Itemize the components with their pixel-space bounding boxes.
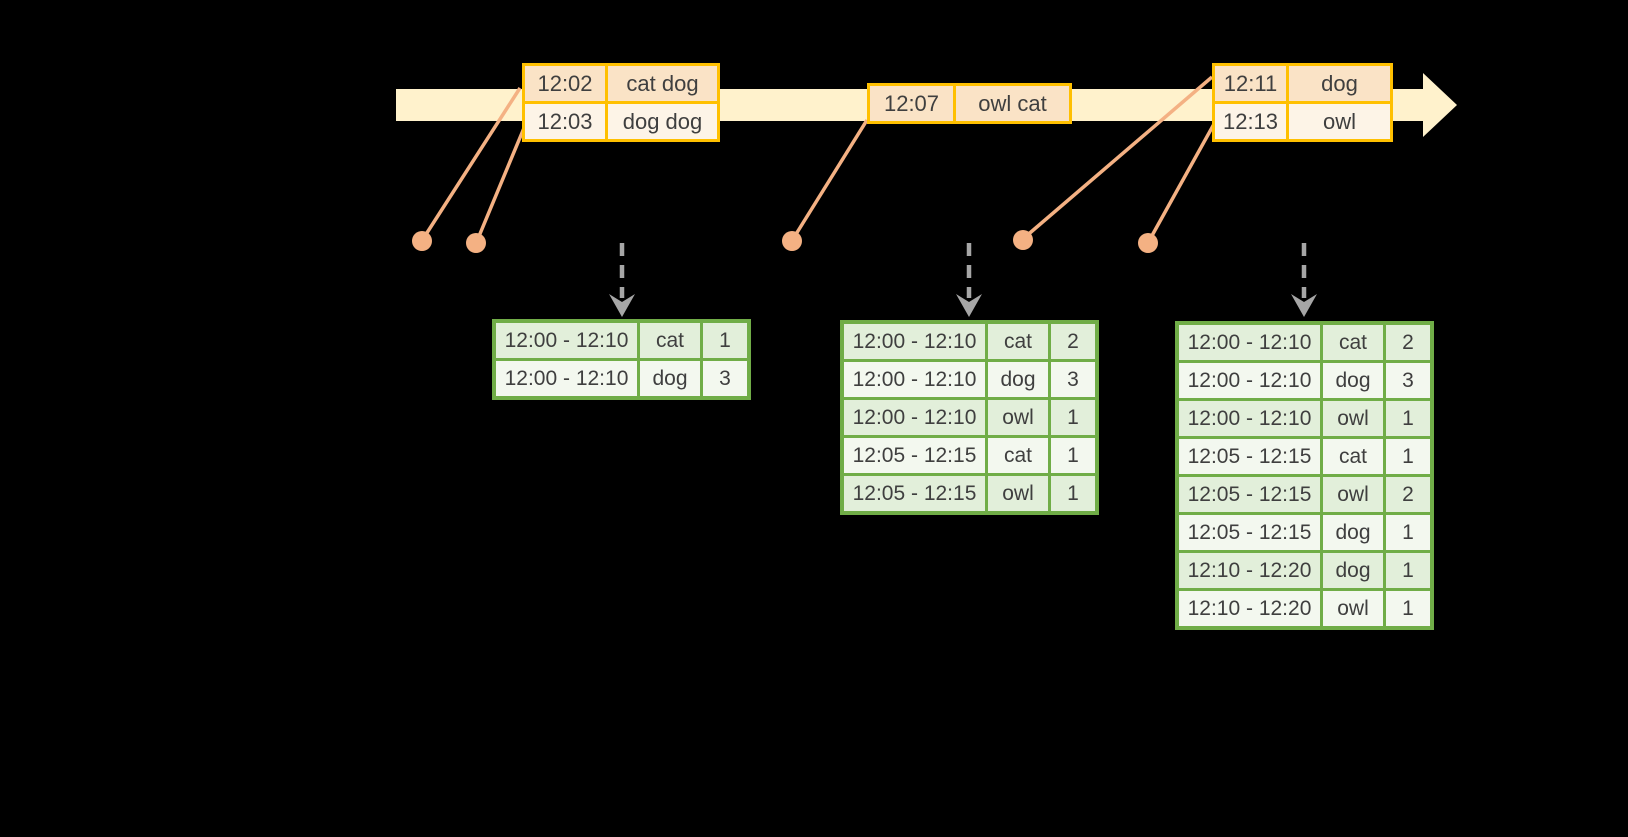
table-cell: cat bbox=[640, 323, 700, 358]
table-cell: 3 bbox=[1051, 362, 1095, 397]
event-dot bbox=[782, 231, 802, 251]
event-connector-line bbox=[475, 127, 526, 242]
table-cell: 12:05 - 12:15 bbox=[844, 476, 985, 511]
table-cell: owl bbox=[1289, 104, 1390, 139]
table-cell: 1 bbox=[1386, 591, 1430, 626]
table-cell: 12:07 bbox=[870, 86, 953, 121]
table-cell: 2 bbox=[1051, 324, 1095, 359]
table-cell: cat bbox=[988, 324, 1048, 359]
table-cell: 12:00 - 12:10 bbox=[1179, 325, 1320, 360]
table-cell: 12:05 - 12:15 bbox=[1179, 439, 1320, 474]
table-cell: cat bbox=[1323, 439, 1383, 474]
table-cell: 1 bbox=[1051, 476, 1095, 511]
table-cell: 12:00 - 12:10 bbox=[844, 324, 985, 359]
table-cell: 1 bbox=[1386, 515, 1430, 550]
table-cell: owl bbox=[988, 476, 1048, 511]
table-cell: 3 bbox=[1386, 363, 1430, 398]
table-cell: dog dog bbox=[608, 104, 717, 139]
table-cell: owl bbox=[988, 400, 1048, 435]
event-connector-line bbox=[1022, 75, 1214, 240]
table-cell: dog bbox=[1323, 515, 1383, 550]
table-cell: owl bbox=[1323, 401, 1383, 436]
event-connector-lines bbox=[421, 75, 1216, 242]
table-cell: 12:00 - 12:10 bbox=[496, 361, 637, 396]
event-dot bbox=[412, 231, 432, 251]
table-cell: 1 bbox=[1386, 401, 1430, 436]
table-cell: 12:00 - 12:10 bbox=[496, 323, 637, 358]
table-cell: owl bbox=[1323, 477, 1383, 512]
table-cell: 2 bbox=[1386, 477, 1430, 512]
table-cell: 1 bbox=[1386, 439, 1430, 474]
table-cell: cat bbox=[988, 438, 1048, 473]
table-cell: dog bbox=[640, 361, 700, 396]
event-dot bbox=[466, 233, 486, 253]
table-cell: owl bbox=[1323, 591, 1383, 626]
trigger-arrows bbox=[609, 243, 1317, 317]
event-connector-line bbox=[791, 119, 869, 240]
table-cell: 1 bbox=[703, 323, 747, 358]
table-cell: dog bbox=[988, 362, 1048, 397]
trigger-arrow bbox=[956, 243, 982, 317]
table-cell: 1 bbox=[1386, 553, 1430, 588]
table-cell: 12:02 bbox=[525, 66, 605, 101]
table-cell: 12:00 - 12:10 bbox=[844, 400, 985, 435]
table-cell: 12:00 - 12:10 bbox=[1179, 401, 1320, 436]
event-connector-line bbox=[1147, 123, 1216, 242]
table-cell: dog bbox=[1323, 553, 1383, 588]
table-cell: 1 bbox=[1051, 400, 1095, 435]
table-cell: 3 bbox=[703, 361, 747, 396]
table-cell: 2 bbox=[1386, 325, 1430, 360]
table-cell: 12:11 bbox=[1215, 66, 1286, 101]
trigger-arrow bbox=[1291, 243, 1317, 317]
table-cell: 12:05 - 12:15 bbox=[1179, 515, 1320, 550]
table-cell: dog bbox=[1289, 66, 1390, 101]
table-cell: 12:05 - 12:15 bbox=[1179, 477, 1320, 512]
table-cell: 12:03 bbox=[525, 104, 605, 139]
event-dot bbox=[1138, 233, 1158, 253]
table-cell: 12:13 bbox=[1215, 104, 1286, 139]
event-dot bbox=[1013, 230, 1033, 250]
trigger-arrow bbox=[609, 243, 635, 317]
table-cell: dog bbox=[1323, 363, 1383, 398]
table-cell: 12:10 - 12:20 bbox=[1179, 553, 1320, 588]
table-cell: 12:00 - 12:10 bbox=[1179, 363, 1320, 398]
table-cell: cat bbox=[1323, 325, 1383, 360]
table-cell: cat dog bbox=[608, 66, 717, 101]
table-cell: 12:10 - 12:20 bbox=[1179, 591, 1320, 626]
table-cell: 12:05 - 12:15 bbox=[844, 438, 985, 473]
table-cell: owl cat bbox=[956, 86, 1069, 121]
table-cell: 1 bbox=[1051, 438, 1095, 473]
table-cell: 12:00 - 12:10 bbox=[844, 362, 985, 397]
event-connector-line bbox=[421, 87, 522, 240]
event-dots bbox=[412, 230, 1158, 253]
